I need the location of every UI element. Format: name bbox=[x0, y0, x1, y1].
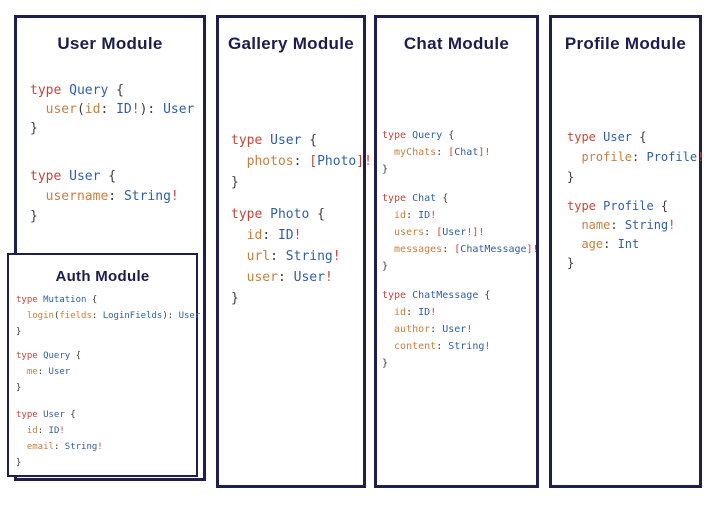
profile-module-code-profile-type: type Profile { name: String! age: Int} bbox=[567, 199, 676, 270]
auth-module-title: Auth Module bbox=[55, 268, 150, 285]
panel-gallery-module: Gallery Module type User { photos: [Phot… bbox=[216, 15, 372, 488]
panel-chat-module: Chat Module type Query { myChats: [Chat]… bbox=[374, 15, 539, 488]
gallery-module-code-photo-type: type Photo { id: ID! url: String! user: … bbox=[231, 207, 341, 306]
auth-module-code-query: type Query { me: User} bbox=[16, 351, 82, 393]
user-module-code-query: type Query { user(id: ID!): User} bbox=[30, 83, 195, 136]
auth-module-code-mutation: type Mutation { login(fields: LoginField… bbox=[16, 295, 201, 337]
user-module-code-user-type: type User { username: String!} bbox=[30, 169, 179, 224]
panel-profile-module: Profile Module type User { profile: Prof… bbox=[549, 15, 704, 488]
chat-module-title: Chat Module bbox=[403, 34, 510, 53]
auth-module-code-user-type: type User { id: ID! email: String!} bbox=[16, 410, 103, 468]
panel-auth-module: Auth Module type Mutation { login(fields… bbox=[7, 253, 201, 477]
chat-module-code-query: type Query { myChats: [Chat]!} bbox=[382, 130, 491, 175]
profile-module-code-user-type: type User { profile: Profile!} bbox=[567, 130, 704, 184]
gallery-module-title: Gallery Module bbox=[227, 34, 355, 53]
profile-module-title: Profile Module bbox=[564, 34, 687, 53]
chat-module-code-chat-type: type Chat { id: ID! users: [User!]! mess… bbox=[382, 193, 539, 272]
gallery-module-code-user-type: type User { photos: [Photo]!} bbox=[231, 133, 372, 190]
user-module-title: User Module bbox=[57, 34, 163, 53]
chat-module-code-chatmessage-type: type ChatMessage { id: ID! author: User!… bbox=[382, 290, 491, 369]
